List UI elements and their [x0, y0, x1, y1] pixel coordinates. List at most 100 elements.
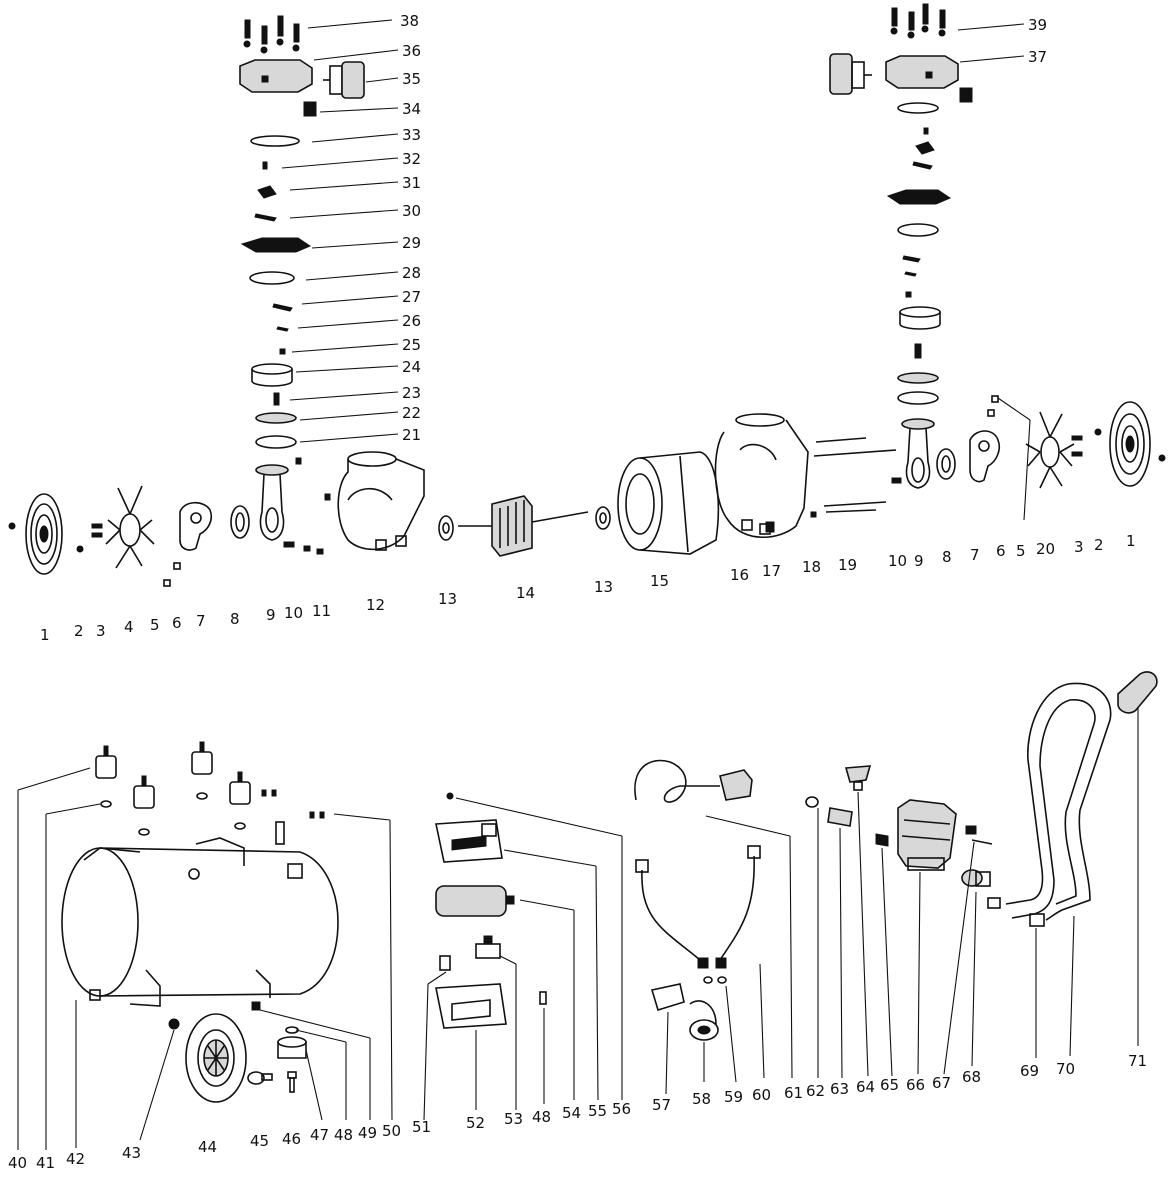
- bearing-8-right: [936, 448, 956, 480]
- label-61: 61: [784, 1084, 803, 1102]
- bolt-45: [247, 1071, 273, 1085]
- label-67: 67: [932, 1074, 951, 1092]
- label-18: 18: [802, 558, 821, 576]
- label-69: 69: [1020, 1062, 1039, 1080]
- motor-row: [8, 395, 1166, 587]
- label-2a: 2: [74, 622, 84, 640]
- label-10a: 10: [284, 604, 303, 622]
- label-52: 52: [466, 1114, 485, 1132]
- conrod-9-left: [255, 464, 289, 541]
- power-cord-61: [634, 759, 753, 803]
- nipple-69: [1029, 913, 1045, 927]
- bearing-8-left: [230, 505, 250, 539]
- screws-3-right: [1071, 435, 1083, 457]
- label-8b: 8: [942, 548, 952, 566]
- left-pump-stack: [239, 15, 365, 449]
- valve-31: [257, 185, 277, 199]
- label-26: 26: [402, 312, 421, 330]
- label-41: 41: [36, 1154, 55, 1172]
- label-65: 65: [880, 1076, 899, 1094]
- leader-lines: [17, 19, 1139, 1150]
- label-29: 29: [402, 234, 421, 252]
- label-15: 15: [650, 572, 669, 590]
- label-30: 30: [402, 202, 421, 220]
- bracket-57: [650, 983, 685, 1012]
- label-44: 44: [198, 1138, 217, 1156]
- pneumatic-parts: [634, 671, 1158, 1041]
- valve-67: [965, 825, 993, 845]
- screws-3-left: [91, 523, 103, 538]
- label-16: 16: [730, 566, 749, 584]
- oring-59: [703, 976, 727, 984]
- label-9b: 9: [914, 552, 924, 570]
- label-63: 63: [830, 1080, 849, 1098]
- fan-4: [105, 485, 155, 569]
- tank-assembly: [61, 741, 339, 1103]
- drain-43: [168, 1018, 180, 1030]
- crankcase-16: [714, 413, 809, 539]
- label-39: 39: [1028, 16, 1047, 34]
- label-9a: 9: [266, 606, 276, 624]
- part-26: [276, 326, 289, 332]
- label-66: 66: [906, 1076, 925, 1094]
- label-56: 56: [612, 1100, 631, 1118]
- label-31: 31: [402, 174, 421, 192]
- gasket-33: [250, 135, 300, 147]
- label-2b: 2: [1094, 536, 1104, 554]
- label-6a: 6: [172, 614, 182, 632]
- reed-30: [254, 213, 277, 222]
- spring-65: [875, 833, 889, 847]
- label-33: 33: [402, 126, 421, 144]
- conrod-9-right: [901, 418, 935, 489]
- screw-23: [273, 392, 280, 406]
- bearing-13-right: [595, 506, 611, 530]
- part-25: [279, 348, 286, 355]
- label-48b: 48: [532, 1108, 551, 1126]
- label-21: 21: [402, 426, 421, 444]
- rubber-feet-40: [95, 741, 251, 809]
- handle-70: [1005, 682, 1112, 921]
- label-36: 36: [402, 42, 421, 60]
- nipple-69a: [987, 897, 1001, 909]
- label-4: 4: [124, 618, 134, 636]
- label-13a: 13: [438, 590, 457, 608]
- right-pump-stack: [829, 3, 973, 405]
- plug-17: [765, 521, 775, 533]
- label-27: 27: [402, 288, 421, 306]
- seal-21: [255, 435, 297, 449]
- parts-10-11-left: [283, 541, 324, 555]
- switch-box-55: [435, 819, 503, 863]
- label-43: 43: [122, 1144, 141, 1162]
- clip-51: [439, 955, 451, 971]
- label-19: 19: [838, 556, 857, 574]
- label-46: 46: [282, 1130, 301, 1148]
- reed-27: [272, 303, 293, 312]
- label-12: 12: [366, 596, 385, 614]
- label-8a: 8: [230, 610, 240, 628]
- label-70: 70: [1056, 1060, 1075, 1078]
- air-filter-right: [829, 53, 872, 95]
- label-20: 20: [1036, 540, 1055, 558]
- label-55: 55: [588, 1102, 607, 1120]
- bolt-46: [287, 1071, 297, 1093]
- label-45: 45: [250, 1132, 269, 1150]
- label-37: 37: [1028, 48, 1047, 66]
- label-35: 35: [402, 70, 421, 88]
- label-5a: 5: [150, 616, 160, 634]
- label-13b: 13: [594, 578, 613, 596]
- label-59: 59: [724, 1088, 743, 1106]
- label-34: 34: [402, 100, 421, 118]
- valve-plate-29: [240, 237, 312, 253]
- label-25: 25: [402, 336, 421, 354]
- label-1b: 1: [1126, 532, 1136, 550]
- valve-58: [689, 1000, 719, 1041]
- label-47: 47: [310, 1126, 329, 1144]
- bearing-13-left: [438, 515, 454, 541]
- label-53: 53: [504, 1110, 523, 1128]
- crank-7-right: [969, 430, 1001, 483]
- label-28: 28: [402, 264, 421, 282]
- label-50: 50: [382, 1122, 401, 1140]
- rotor-14: [458, 495, 589, 557]
- label-38: 38: [400, 12, 419, 30]
